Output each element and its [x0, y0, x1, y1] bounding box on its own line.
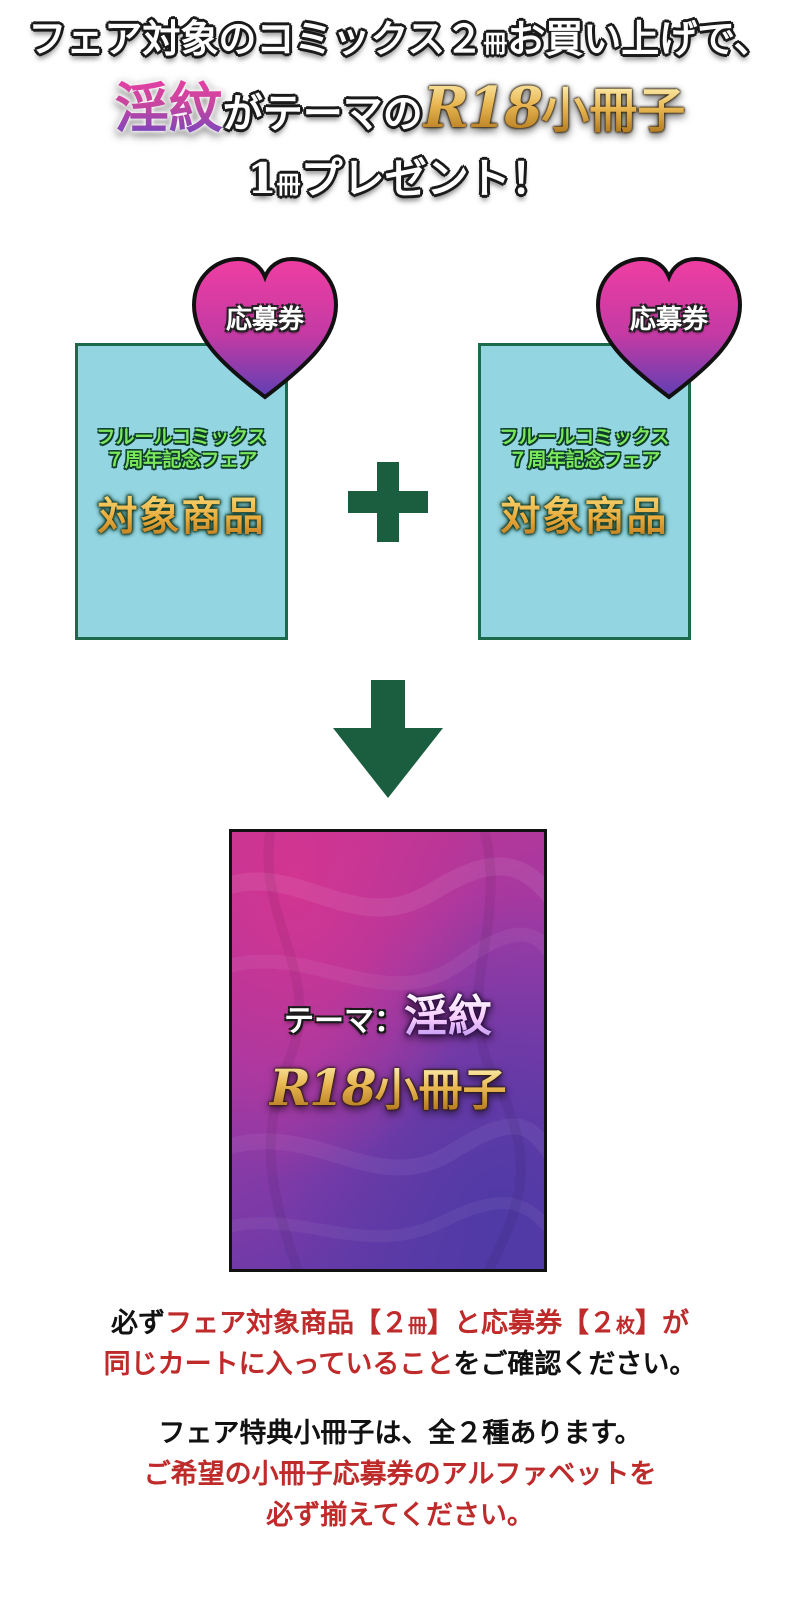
theme-name: 淫紋 — [404, 991, 492, 1042]
theme-label: テーマ： — [284, 1004, 404, 1039]
booklet-label: 小冊子 — [374, 1065, 507, 1116]
cart-notice-line-1: 必ずフェア対象商品【２冊】と応募券【２枚】が — [110, 1308, 690, 1339]
product-card-2: フルールコミックス ７周年記念フェア 対象商品 — [478, 343, 691, 640]
header-line-3: 1冊プレゼント！ — [0, 158, 800, 200]
booklet-r18-logo: R18 — [269, 1058, 376, 1117]
heart-label: 応募券 — [225, 305, 304, 335]
booklet-notice-line-2: ご希望の小冊子応募券のアルファベットを — [143, 1459, 657, 1491]
marble-pattern — [232, 832, 544, 1269]
header-theme-word: 淫紋 — [114, 76, 223, 140]
header-booklet-word: 小冊子 — [541, 83, 686, 139]
product-main-label: 対象商品 — [78, 484, 285, 542]
heart-icon: 応募券 — [190, 255, 340, 405]
cart-notice-line-2: 同じカートに入っていることをご確認ください。 — [103, 1348, 697, 1380]
booklet-notice-line-1: フェア特典小冊子は、全２種あります。 — [158, 1418, 642, 1449]
plus-icon — [348, 462, 428, 542]
product-series-label: フルールコミックス ７周年記念フェア — [96, 426, 267, 471]
header-line3-rest: プレゼント！ — [300, 154, 553, 203]
booklet-theme-line: テーマ：淫紋 — [232, 980, 544, 1044]
booklet-title-line: R18小冊子 — [232, 1054, 544, 1118]
header-line3-unit: 冊 — [276, 170, 301, 199]
header-line-1: フェア対象のコミックス２冊お買い上げで、 — [0, 20, 800, 58]
header-line2-mid: がテーマの — [222, 90, 423, 137]
booklet-cover: テーマ：淫紋 R18小冊子 — [229, 829, 547, 1272]
header-line3-num: 1 — [247, 154, 277, 203]
down-arrow-icon — [333, 680, 443, 800]
heart-icon: 応募券 — [594, 255, 744, 405]
header-line1-text-b: お買い上げで、 — [507, 16, 772, 61]
header-line-2: 淫紋がテーマのR18小冊子 — [0, 80, 800, 136]
header-line1-unit: 冊 — [483, 29, 508, 58]
product-card-1: フルールコミックス ７周年記念フェア 対象商品 — [75, 343, 288, 640]
header-r18-logo: R18 — [422, 75, 543, 141]
product-series-label: フルールコミックス ７周年記念フェア — [499, 426, 670, 471]
product-main-label: 対象商品 — [481, 484, 688, 542]
booklet-notice: フェア特典小冊子は、全２種あります。 ご希望の小冊子応募券のアルファベットを 必… — [0, 1413, 800, 1536]
heart-label: 応募券 — [629, 305, 708, 335]
header-line1-text: フェア対象のコミックス２ — [28, 16, 484, 61]
header: フェア対象のコミックス２冊お買い上げで、 淫紋がテーマのR18小冊子 1冊プレゼ… — [0, 14, 800, 200]
booklet-notice-line-3: 必ず揃えてください。 — [266, 1500, 534, 1532]
cart-notice: 必ずフェア対象商品【２冊】と応募券【２枚】が 同じカートに入っていることをご確認… — [0, 1304, 800, 1385]
